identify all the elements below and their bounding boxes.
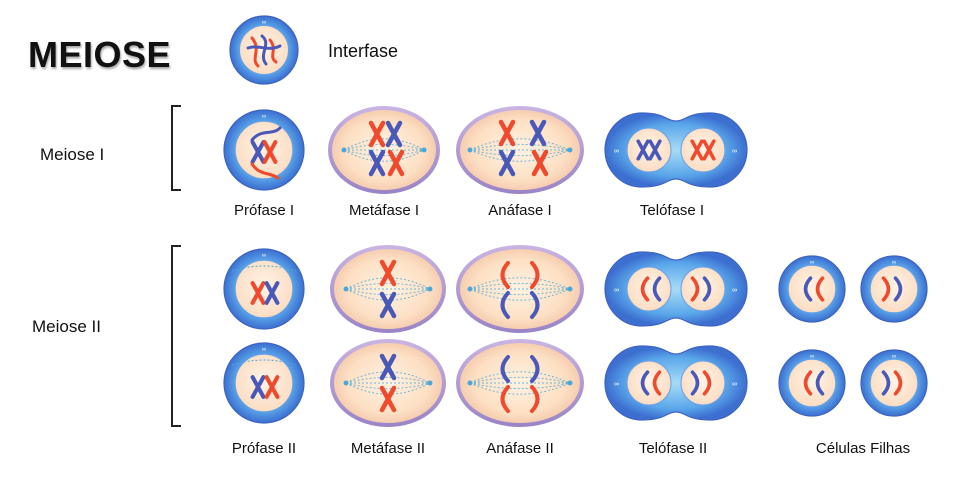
anaphase-1-label: Anáfase I xyxy=(488,202,552,219)
meiose-2-bracket xyxy=(171,245,181,427)
svg-text:∞: ∞ xyxy=(614,381,619,388)
meiose-1-label: Meiose I xyxy=(40,145,105,164)
metaphase-2-label: Metáfase II xyxy=(350,440,426,457)
telophase-1-cell: ∞∞ xyxy=(604,112,748,188)
svg-text:∞: ∞ xyxy=(262,253,266,259)
telophase-2-cell: ∞∞ xyxy=(604,345,748,421)
daughter-cell: ∞ xyxy=(860,349,928,417)
svg-text:∞: ∞ xyxy=(732,381,737,388)
svg-text:∞: ∞ xyxy=(892,260,896,266)
prophase-2-cell: ∞ xyxy=(223,342,305,424)
prophase-2-cell: ∞ xyxy=(223,248,305,330)
prophase-1-label: Prófase I xyxy=(233,202,295,219)
interphase-label: Interfase xyxy=(328,41,399,61)
metaphase-2-cell xyxy=(330,245,446,333)
metaphase-1-cell xyxy=(328,106,440,194)
svg-text:∞: ∞ xyxy=(732,148,737,155)
telophase-1-label: Telófase I xyxy=(639,202,705,219)
svg-text:∞: ∞ xyxy=(892,354,896,360)
svg-text:∞: ∞ xyxy=(262,114,266,120)
telophase-2-cell: ∞∞ xyxy=(604,251,748,327)
svg-text:∞: ∞ xyxy=(732,287,737,294)
telophase-2-label: Telófase II xyxy=(638,440,708,457)
svg-text:∞: ∞ xyxy=(810,260,814,266)
metaphase-2-cell xyxy=(330,339,446,427)
anaphase-2-cell xyxy=(456,245,584,333)
prophase-2-label: Prófase II xyxy=(231,440,297,457)
svg-text:∞: ∞ xyxy=(262,20,266,26)
daughter-cells-label: Células Filhas xyxy=(815,440,911,457)
svg-text:∞: ∞ xyxy=(614,148,619,155)
daughter-cell: ∞ xyxy=(778,349,846,417)
daughter-cell: ∞ xyxy=(860,255,928,323)
page-title: MEIOSE xyxy=(28,34,172,75)
prophase-1-cell: ∞ xyxy=(223,109,305,191)
meiose-1-bracket xyxy=(171,105,181,191)
metaphase-1-label: Metáfase I xyxy=(348,202,420,219)
anaphase-1-cell xyxy=(456,106,584,194)
interphase-cell: ∞ xyxy=(229,15,299,85)
svg-text:∞: ∞ xyxy=(262,347,266,353)
meiose-2-label: Meiose II xyxy=(32,317,101,336)
daughter-cell: ∞ xyxy=(778,255,846,323)
anaphase-2-label: Anáfase II xyxy=(486,440,554,457)
anaphase-2-cell xyxy=(456,339,584,427)
svg-text:∞: ∞ xyxy=(810,354,814,360)
svg-text:∞: ∞ xyxy=(614,287,619,294)
